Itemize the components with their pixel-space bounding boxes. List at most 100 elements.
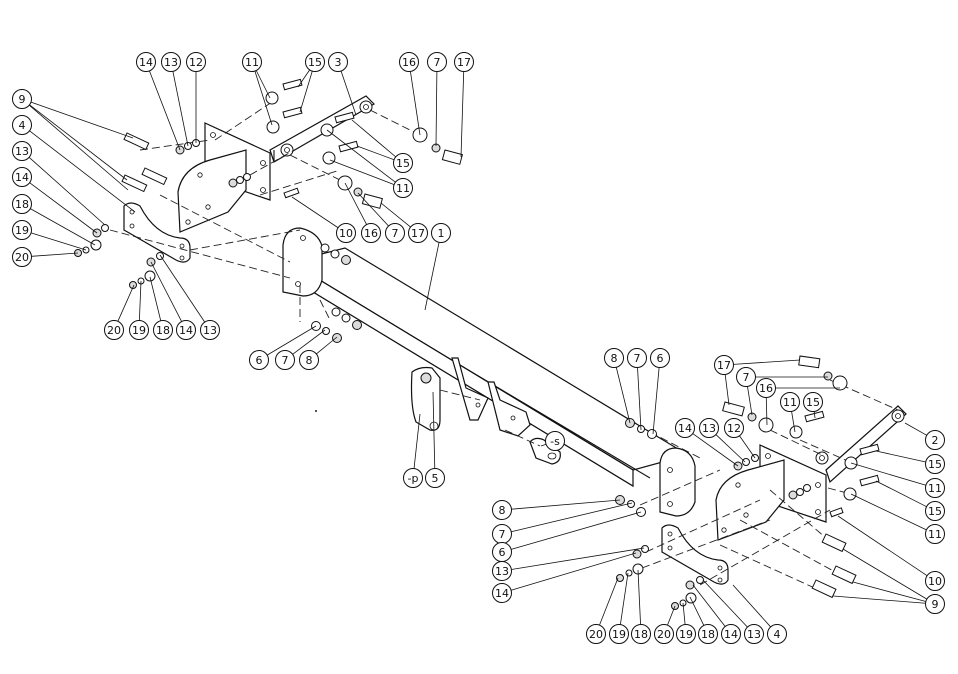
callout-circle	[427, 52, 447, 72]
callout-label: 14	[678, 422, 692, 435]
part-callout-12: 12	[186, 52, 206, 72]
part-callout-15: 15	[305, 52, 325, 72]
part-callout-14: 14	[136, 52, 156, 72]
part-callout-9: 9	[12, 89, 32, 109]
part-callout-10: 10	[336, 223, 356, 243]
leader-line-15	[351, 119, 396, 158]
callout-circle	[393, 178, 413, 198]
callout-label: 7	[282, 354, 289, 367]
right-side-bracket	[715, 444, 827, 541]
part-callout-13: 13	[161, 52, 181, 72]
leader-line-17	[724, 374, 730, 406]
leader-line-11	[326, 129, 396, 183]
leader-line-7	[511, 502, 633, 533]
callout-circle	[136, 52, 156, 72]
callout-label: 13	[495, 565, 509, 578]
leader-line-11	[850, 493, 927, 531]
callout-circle	[305, 52, 325, 72]
callout-circle	[186, 52, 206, 72]
leader-line-7	[747, 386, 753, 416]
part-callout-7: 7	[427, 52, 447, 72]
part-callout-6: 6	[650, 348, 670, 368]
callout-circle	[104, 320, 124, 340]
callout-circle	[385, 223, 405, 243]
part-callout-20: 20	[654, 624, 674, 644]
leader-line-20	[667, 605, 676, 626]
callout-circle	[676, 624, 696, 644]
callout-circle	[925, 454, 945, 474]
hitch-mount-brackets	[451, 357, 531, 437]
callout-circle	[698, 624, 718, 644]
callout-circle	[925, 524, 945, 544]
callout-label: 11	[928, 482, 942, 495]
callout-label: 13	[747, 628, 761, 641]
callout-label: 7	[743, 371, 750, 384]
part-callout-6: 6	[492, 542, 512, 562]
part-callout-3: 3	[328, 52, 348, 72]
callout-label: 14	[724, 628, 738, 641]
part-callout-15: 15	[925, 501, 945, 521]
right-beam-end-plate	[659, 447, 696, 517]
callout-label: 7	[499, 528, 506, 541]
callout-label: 4	[774, 628, 781, 641]
callout-circle	[12, 115, 32, 135]
leader-line-17	[460, 71, 465, 158]
callout-label: 20	[15, 251, 29, 264]
leader-line-19	[30, 232, 87, 251]
leader-line-13	[702, 579, 748, 628]
callout-circle	[714, 355, 734, 375]
part-callout-13: 13	[200, 320, 220, 340]
callout-label: 14	[139, 56, 153, 69]
callout-label: 5	[432, 472, 439, 485]
leader-line-9	[30, 101, 134, 139]
callout-circle	[925, 501, 945, 521]
callout-label: 16	[364, 227, 378, 240]
callout-label: 19	[612, 628, 626, 641]
leader-line-15	[297, 69, 310, 88]
callout-circle	[153, 320, 173, 340]
callout-circle	[925, 430, 945, 450]
callout-circle	[425, 468, 445, 488]
part-callout-19: 19	[609, 624, 629, 644]
callout-label: 14	[15, 171, 29, 184]
leader-line-10	[291, 196, 339, 229]
callout-circle	[586, 624, 606, 644]
callout-circle	[129, 320, 149, 340]
callout-circle	[756, 378, 776, 398]
callout-label: 10	[339, 227, 353, 240]
part-callout-20: 20	[104, 320, 124, 340]
part-callout-20: 20	[586, 624, 606, 644]
callout-label: 8	[306, 354, 313, 367]
leader-line-10	[837, 515, 928, 577]
leader-line-6	[511, 511, 642, 550]
part-callout-13: 13	[492, 561, 512, 581]
part-callout-11: 11	[242, 52, 262, 72]
callout-label: 7	[392, 227, 399, 240]
part-callout-1: 1	[431, 223, 451, 243]
part-callout-15: 15	[803, 392, 823, 412]
right-curved-plate	[661, 524, 729, 585]
part-callout-2: 2	[925, 430, 945, 450]
leader-line-1	[424, 242, 440, 311]
callout-circle	[631, 624, 651, 644]
leader-line-8	[316, 336, 338, 355]
leader-line-2	[904, 422, 927, 436]
callout-label: 10	[928, 575, 942, 588]
leader-line-14	[29, 182, 98, 234]
part-callout-7: 7	[736, 367, 756, 387]
callout-label: 11	[783, 396, 797, 409]
callout-circle	[12, 247, 32, 267]
leader-line-11	[791, 411, 796, 433]
part-callout-16: 16	[399, 52, 419, 72]
callout-label: 6	[499, 546, 506, 559]
part-callout-8: 8	[492, 500, 512, 520]
callout-label: 18	[15, 198, 29, 211]
callout-label: 3	[335, 56, 342, 69]
callout-label: 18	[156, 324, 170, 337]
leader-line-8	[615, 367, 631, 424]
callout-circle	[654, 624, 674, 644]
callout-circle	[403, 468, 423, 488]
callout-label: 19	[15, 224, 29, 237]
part-callout-18: 18	[631, 624, 651, 644]
part-callout-14: 14	[12, 167, 32, 187]
